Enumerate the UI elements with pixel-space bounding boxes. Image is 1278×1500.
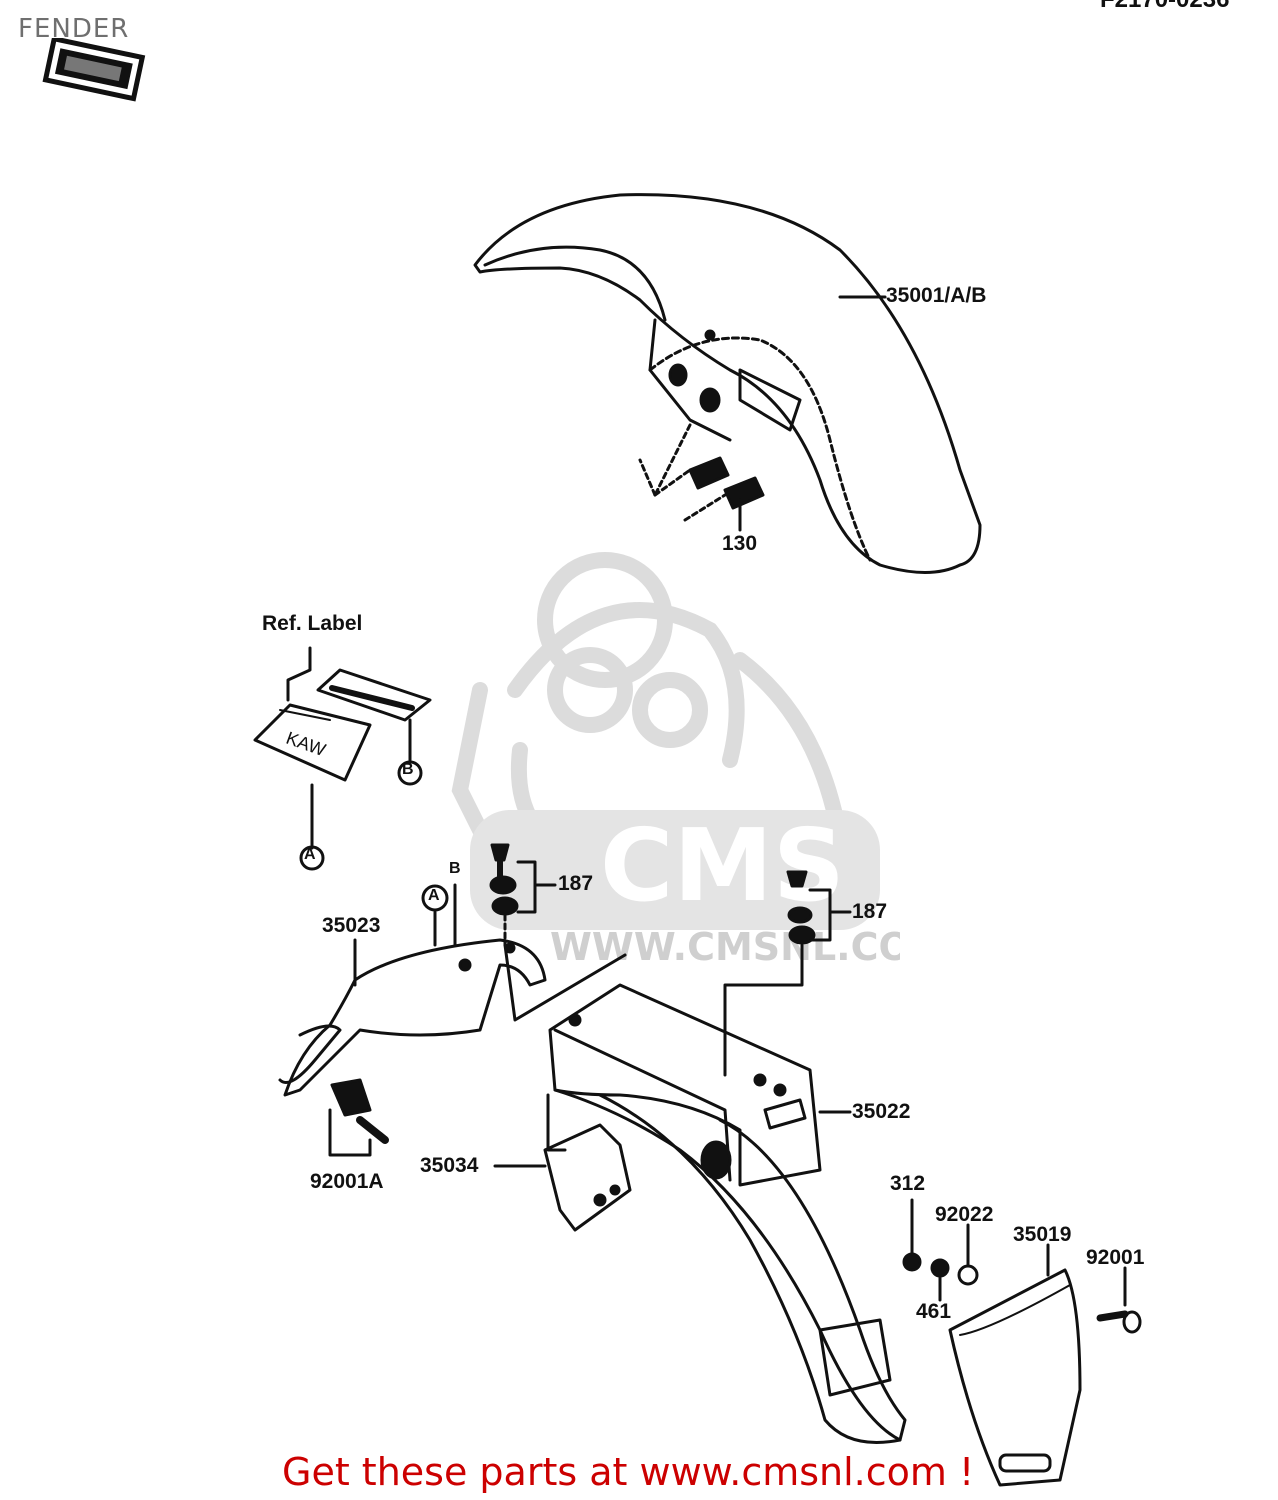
rear-flap-part: [278, 883, 547, 1157]
callout-flap-label-b: B: [449, 860, 461, 877]
callout-rear-fender: 35022: [852, 1100, 911, 1123]
figure-code: F2170-0236: [1100, 0, 1229, 14]
footer-parts-link[interactable]: Get these parts at www.cmsnl.com !: [282, 1450, 975, 1494]
plate-bolt-part: [1096, 1266, 1142, 1334]
small-hardware-parts: [902, 1198, 979, 1302]
front-fender-part: [473, 193, 982, 574]
bolt-187-right-part: [723, 870, 852, 1077]
page-title: FENDER: [18, 14, 130, 44]
callout-ref-label: Ref. Label: [262, 612, 363, 635]
callout-license-plate: 35019: [1013, 1223, 1072, 1246]
callout-label-b: B: [402, 761, 414, 778]
callout-bracket: 35034: [420, 1154, 479, 1177]
watermark-logo-text: CMS: [600, 807, 845, 924]
front-bolt-part: [638, 423, 765, 532]
callout-front-bolt: 130: [722, 532, 758, 555]
bolt-187-left-part: [489, 843, 627, 1022]
rear-fender-part: [548, 983, 907, 1444]
callout-plate-bolt: 92001: [1086, 1246, 1145, 1269]
callout-label-a: A: [304, 846, 316, 863]
callout-nut-small: 461: [916, 1300, 952, 1323]
callout-flap-bolt: 92001A: [310, 1170, 384, 1193]
callout-nut: 92022: [935, 1203, 994, 1226]
watermark-url-text: WWW.CMSNL.COM: [550, 925, 900, 969]
license-plate-part: [948, 1243, 1082, 1487]
callout-bolt-right: 187: [852, 900, 888, 923]
label-a-marker: [421, 884, 449, 912]
callout-washer: 312: [890, 1172, 926, 1195]
callout-front-fender: 35001/A/B: [886, 284, 987, 307]
callout-flap-label-a: A: [428, 887, 440, 904]
reference-label-part: KAW: [253, 646, 432, 871]
cms-watermark: CMS WWW.CMSNL.COM: [451, 552, 900, 969]
corner-stamp-icon: [42, 38, 146, 102]
callout-bolt-left: 187: [558, 872, 594, 895]
callout-rear-flap: 35023: [322, 914, 381, 937]
bracket-part: [493, 1093, 632, 1232]
